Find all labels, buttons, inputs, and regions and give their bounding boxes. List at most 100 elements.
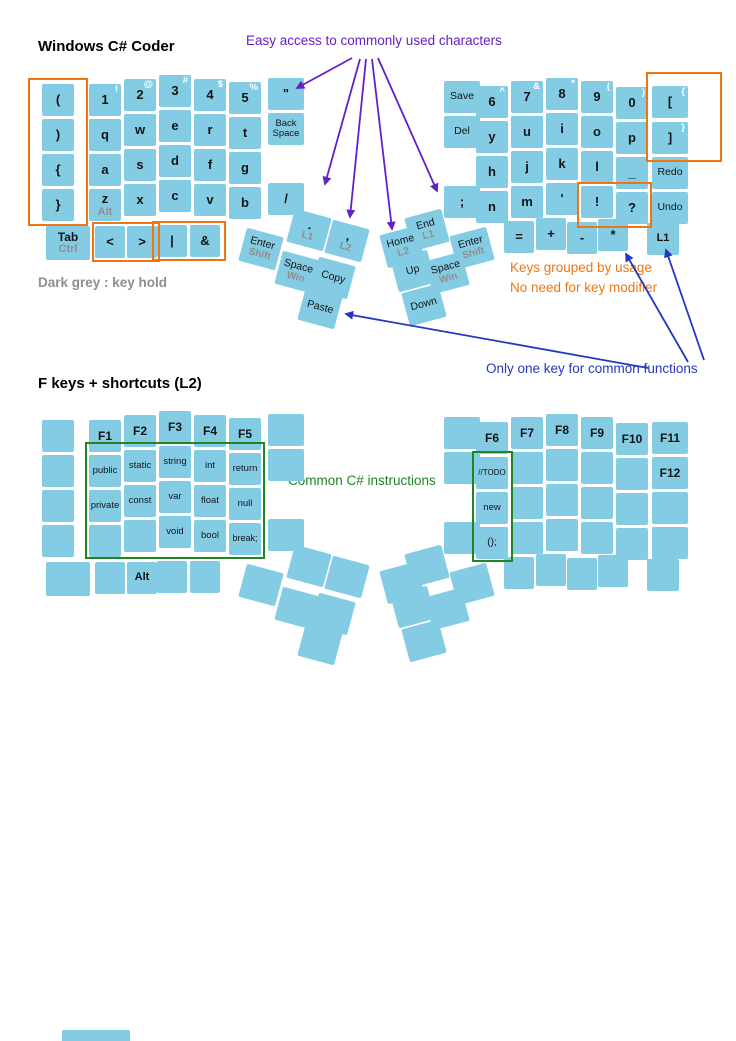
key-label: int <box>204 460 216 472</box>
key-1: !1 <box>89 84 121 116</box>
note-dark-grey-key-hold: Dark grey : key hold <box>38 275 168 290</box>
key-label: F6 <box>484 430 499 445</box>
key-b: b <box>229 187 261 219</box>
key-i: i <box>546 113 578 145</box>
key-f6: F6 <box>476 422 508 454</box>
key-label: n <box>488 199 496 215</box>
key-label: F9 <box>589 425 604 440</box>
key-label: k <box>558 156 566 172</box>
key-blank <box>46 562 90 596</box>
key-label: bool <box>201 530 219 542</box>
shifted-symbol-label: ) <box>641 87 645 98</box>
key-f1: F1 <box>89 420 121 452</box>
key-l: l <box>581 151 613 183</box>
key-blank <box>95 562 125 594</box>
key-plus: + <box>536 218 566 250</box>
key-label: c <box>171 188 179 204</box>
key-blank <box>652 492 688 524</box>
key-label: h <box>488 164 496 180</box>
key-label: new <box>483 502 501 514</box>
key-new: new <box>476 492 508 524</box>
key-q: q <box>89 119 121 151</box>
key-y: y <box>476 121 508 153</box>
key-2: @2 <box>124 79 156 111</box>
key-label: o <box>593 124 601 140</box>
shifted-symbol-label: } <box>681 122 685 133</box>
key-question: ? <box>616 192 648 224</box>
shifted-symbol-label: ( <box>606 81 610 92</box>
key-label: Tab <box>57 229 79 244</box>
key-label: | <box>170 233 174 249</box>
key-label: Del <box>454 125 470 138</box>
key-paren-open: ( <box>42 84 74 116</box>
key-semicolon: ; <box>444 186 480 218</box>
key-label: ? <box>628 200 636 216</box>
key-label: / <box>284 191 288 207</box>
key-label: [ <box>667 94 673 110</box>
key-label: F10 <box>621 431 643 446</box>
shifted-symbol-label: $ <box>217 79 223 90</box>
key-blank <box>598 555 628 587</box>
key-d: d <box>159 145 191 177</box>
key-blank <box>616 458 648 490</box>
key-c: c <box>159 180 191 212</box>
key-label: F3 <box>167 419 182 434</box>
key-blank <box>652 527 688 559</box>
key-label: L1 <box>656 232 670 245</box>
key-blank <box>647 559 679 591</box>
key-label: x <box>136 192 144 208</box>
key-label: < <box>106 234 114 250</box>
shifted-symbol-label: { <box>681 86 685 97</box>
key-blank <box>546 484 578 516</box>
key-blank <box>546 519 578 551</box>
key-blank <box>190 561 220 593</box>
key-label: 2 <box>136 87 144 103</box>
key-private: private <box>89 490 121 522</box>
key-blank <box>42 420 74 452</box>
key-parens-semicolon: (); <box>476 527 508 559</box>
key-var: var <box>159 481 191 513</box>
key-pipe: | <box>157 225 187 257</box>
key-label: ] <box>667 130 673 146</box>
key-8: *8 <box>546 78 578 110</box>
key-f8: F8 <box>546 414 578 446</box>
key-label: > <box>138 234 146 250</box>
key-label: w <box>134 122 146 138</box>
orange-highlight-box <box>28 78 88 226</box>
key-blank <box>42 525 74 557</box>
shifted-symbol-label: ! <box>114 84 118 95</box>
key-label: { <box>55 162 61 178</box>
key-int: int <box>194 450 226 482</box>
key-s: s <box>124 149 156 181</box>
key-label: F7 <box>519 425 534 440</box>
note-easy-access: Easy access to commonly used characters <box>246 33 502 48</box>
key-label: v <box>206 192 214 208</box>
key-blank <box>89 525 121 557</box>
key-label: * <box>610 227 616 243</box>
key-label: 6 <box>488 94 496 110</box>
green-highlight-box <box>85 442 265 559</box>
orange-highlight-box <box>92 222 160 262</box>
key-label: ( <box>55 92 61 108</box>
l2-layer-title: F keys + shortcuts (L2) <box>38 375 202 392</box>
key-label: F4 <box>202 423 217 438</box>
key-undo: Undo <box>652 192 688 224</box>
key-brace-open: { <box>42 154 74 186</box>
key-exclamation: ! <box>581 186 613 218</box>
key-label: q <box>101 127 109 143</box>
key-label: z <box>101 191 109 207</box>
key-f7: F7 <box>511 417 543 449</box>
key-t: t <box>229 117 261 149</box>
key-label: t <box>242 125 248 141</box>
key-backspace: Back Space <box>268 113 304 145</box>
key-label: _ <box>628 165 636 181</box>
key-w: w <box>124 114 156 146</box>
key-label: F12 <box>659 465 681 480</box>
key-label: float <box>201 495 219 507</box>
key-blank <box>546 449 578 481</box>
key-label: 3 <box>171 83 179 99</box>
key-f9: F9 <box>581 417 613 449</box>
key-save: Save <box>444 81 480 113</box>
